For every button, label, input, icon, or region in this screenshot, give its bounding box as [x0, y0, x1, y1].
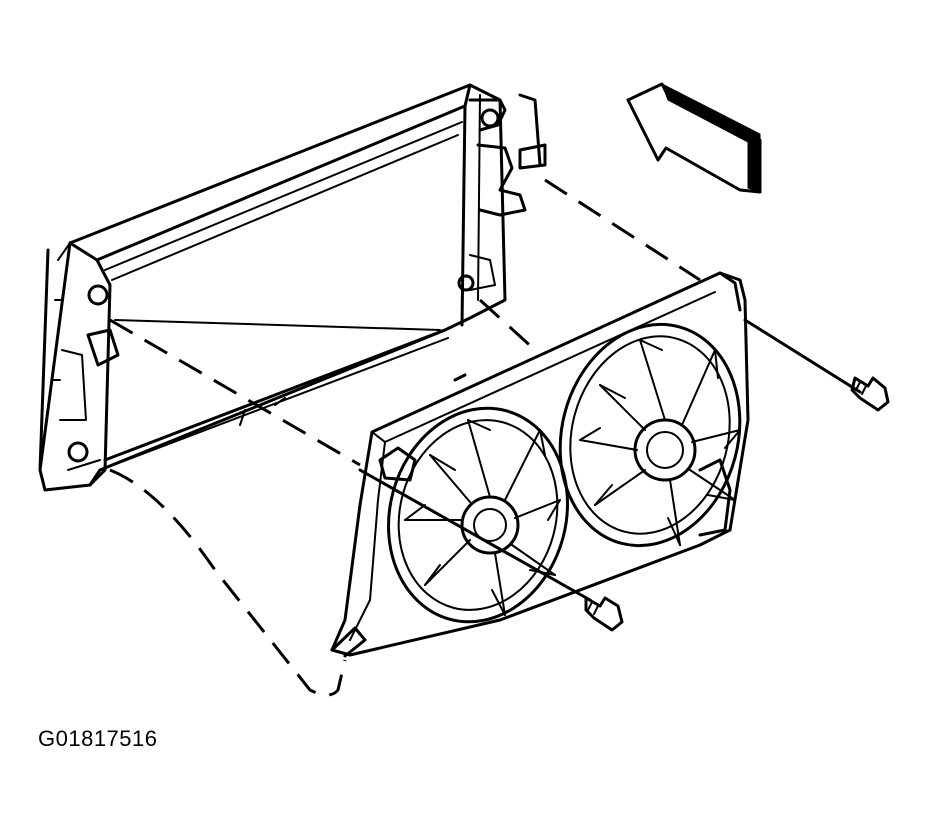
mount-hole-upper-right	[480, 108, 500, 128]
upper-bolt	[850, 376, 890, 412]
front-direction-arrow	[626, 82, 762, 194]
mount-hole-lower-left	[67, 441, 89, 463]
lower-bolt	[584, 596, 624, 632]
left-fan	[387, 406, 569, 624]
radiator	[38, 83, 547, 492]
right-fan	[558, 322, 742, 548]
mount-hole-upper-left	[87, 284, 109, 306]
cooling-fan-shroud	[330, 271, 750, 658]
figure-code: G01817516	[38, 726, 158, 751]
radiator-left-tank	[68, 241, 112, 487]
leader-lines	[109, 178, 862, 697]
